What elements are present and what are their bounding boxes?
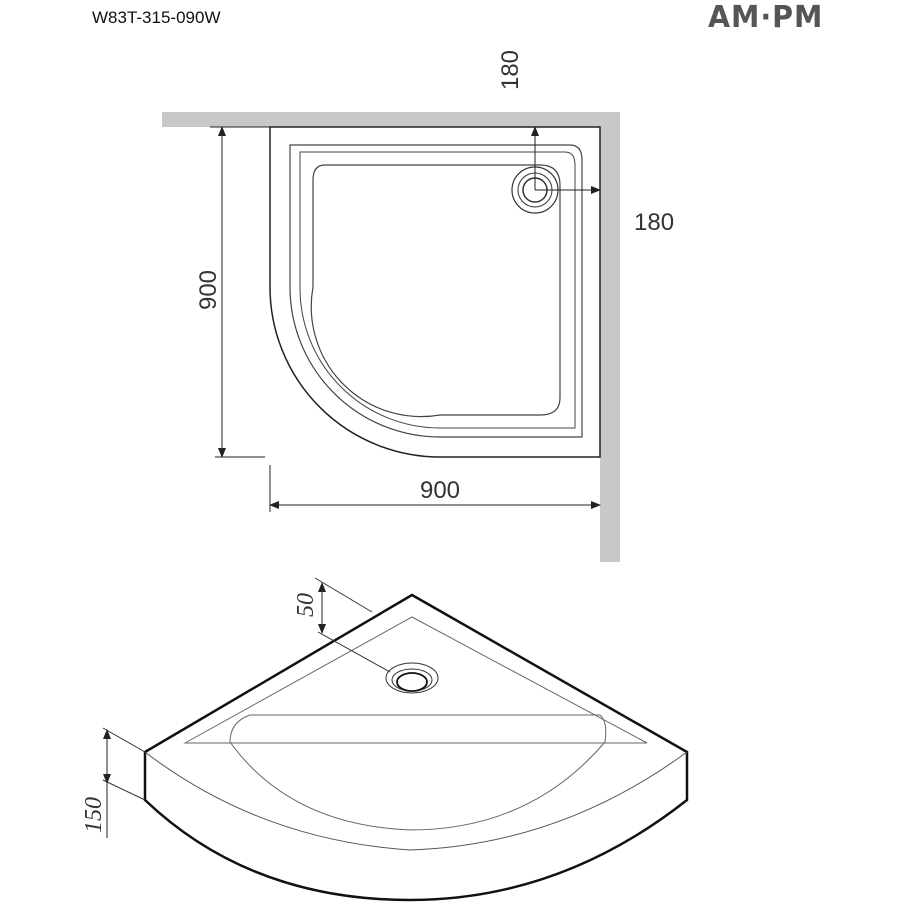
- width-dimension: 900: [420, 477, 460, 504]
- drain-offset-top-dimension: 180: [497, 50, 524, 90]
- top-view: 900 900 180 180: [162, 50, 674, 562]
- drain-iso: [385, 662, 439, 694]
- tray-basin: [310, 164, 561, 418]
- rim-height-dimension: 50: [293, 593, 319, 617]
- total-height-dimension: 150: [81, 797, 107, 833]
- inner-rim: [183, 616, 648, 744]
- drain-offset-side-dimension: 180: [634, 209, 674, 236]
- basin: [229, 714, 607, 831]
- depth-dimension: 900: [195, 270, 222, 310]
- model-code: W83T-315-090W: [92, 8, 221, 27]
- tray-body: [143, 593, 689, 902]
- tray-rim-1: [289, 144, 583, 438]
- tray-rim-2: [299, 151, 576, 429]
- iso-view: 50 150: [81, 577, 689, 902]
- brand-logo: AM·PM: [708, 0, 824, 35]
- tray-outline: [269, 126, 601, 458]
- front-top-edge: [144, 751, 688, 851]
